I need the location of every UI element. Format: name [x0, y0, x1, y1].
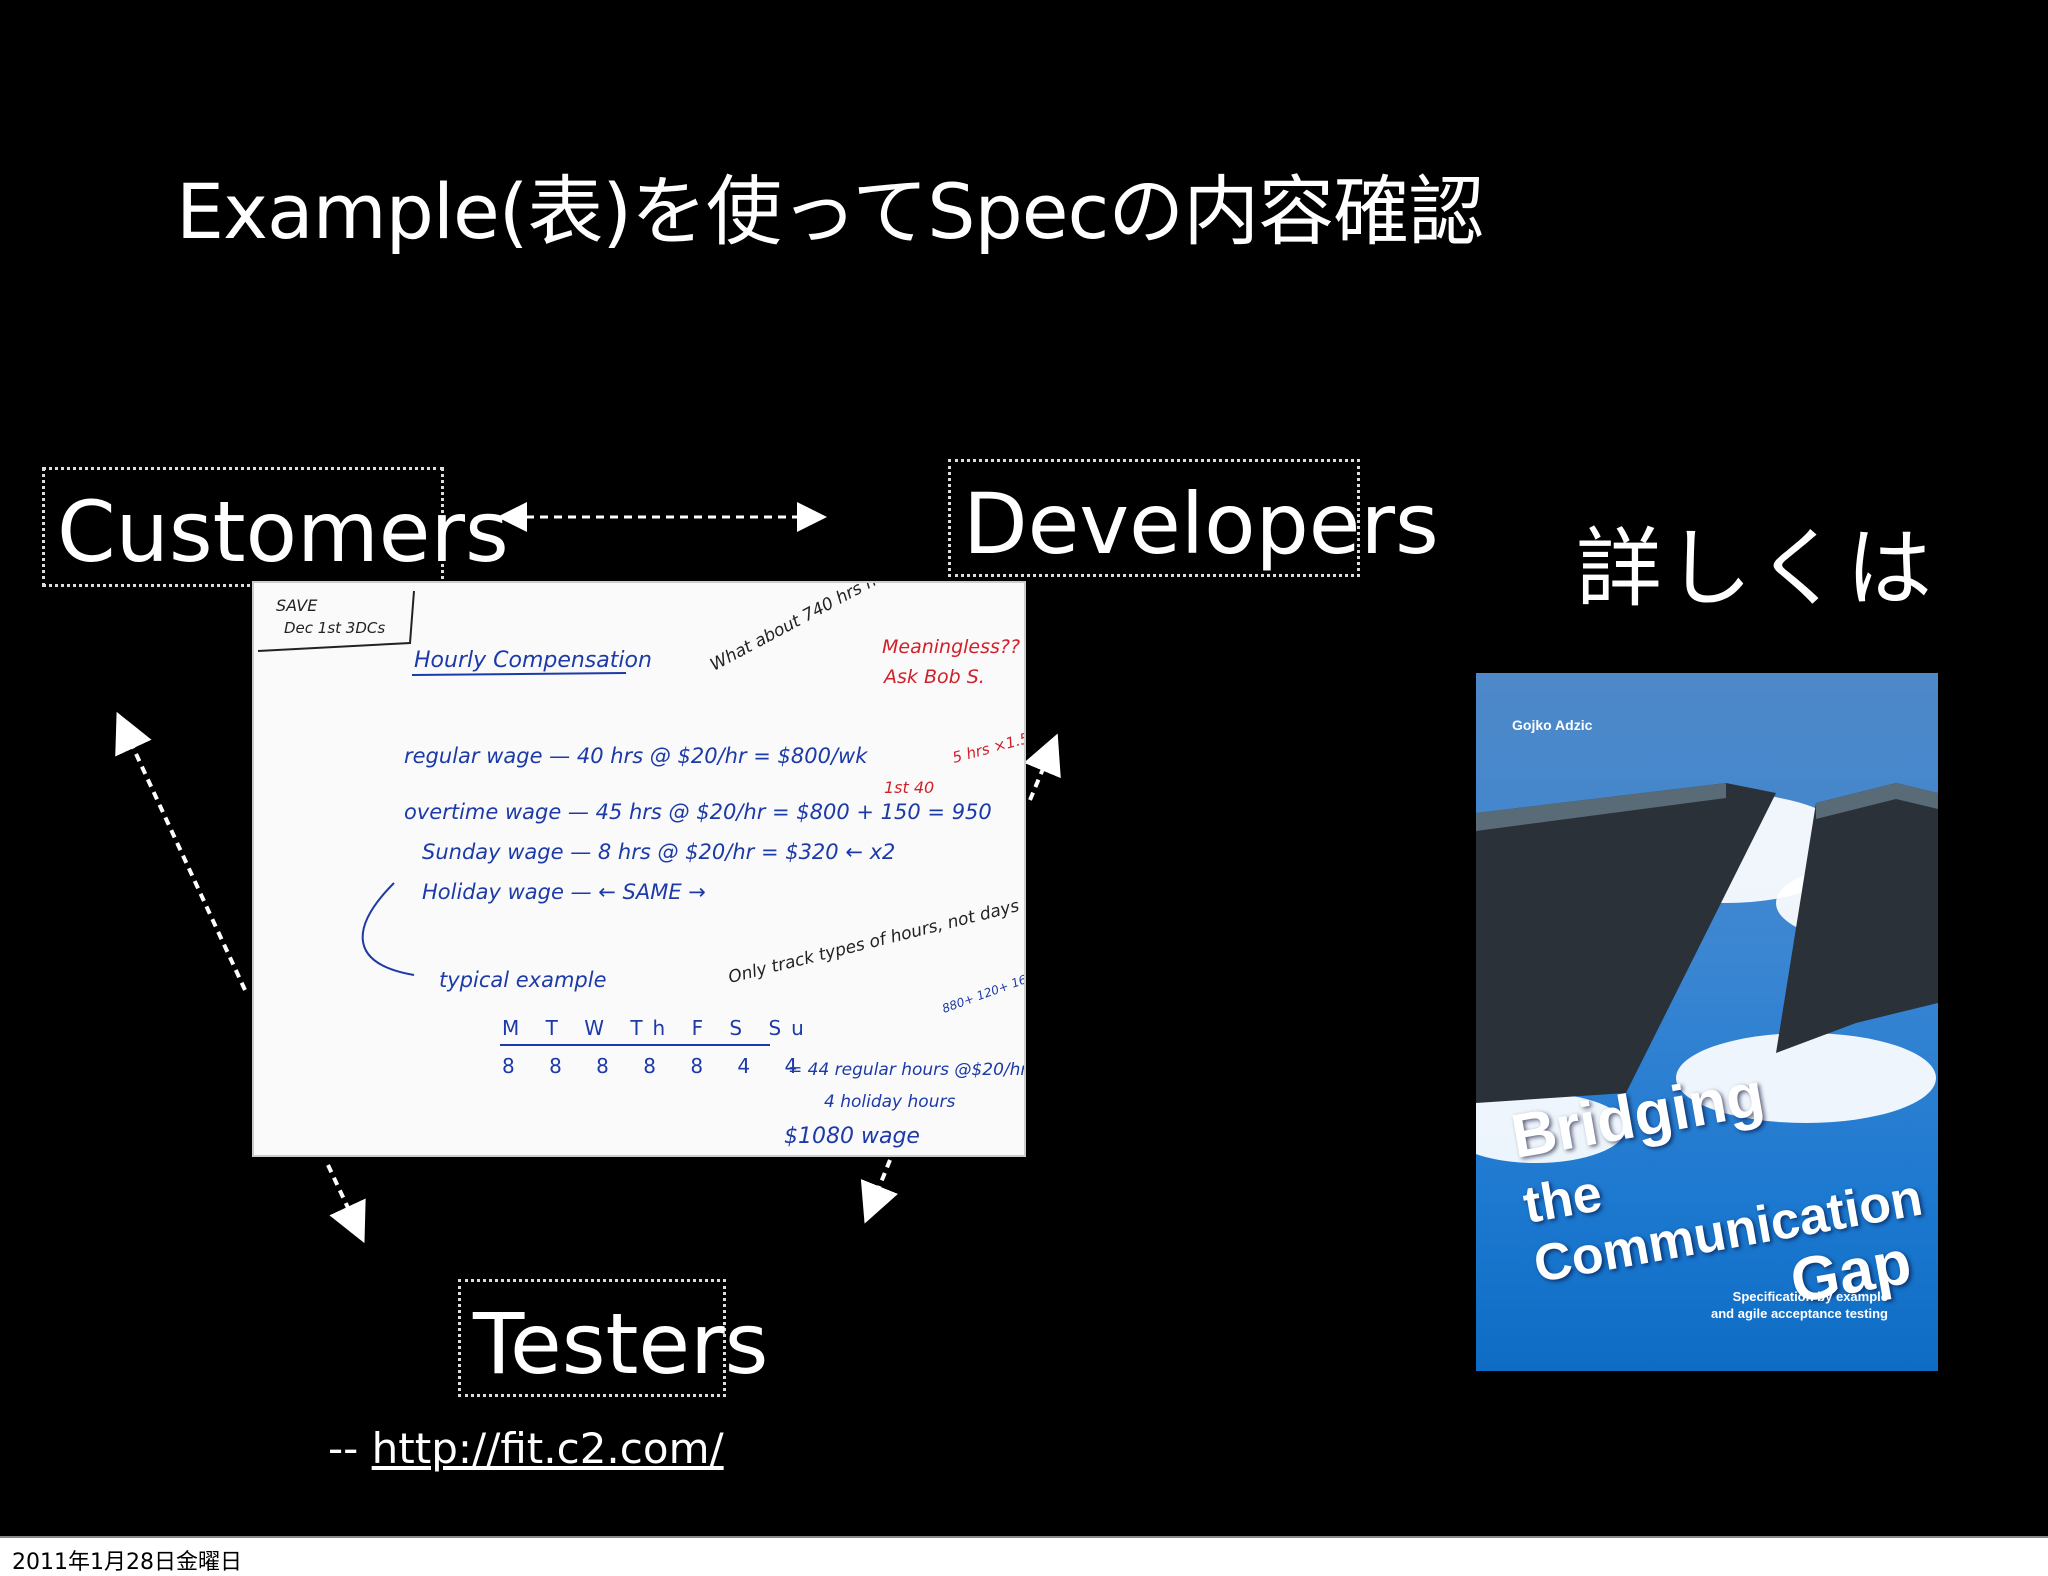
developers-label: Developers — [963, 475, 1439, 573]
wb-red-note-1: Meaningless?? — [882, 636, 1020, 658]
wb-red-margin-1: 5 hrs ×1.5 — [950, 729, 1026, 767]
wb-side-calc: 880+ 120+ 160 1070 — [940, 958, 1026, 1016]
wb-corner-note-2: Dec 1st 3DCs — [284, 619, 385, 637]
customers-whiteboard-arrow — [115, 711, 247, 991]
customers-box: Customers — [42, 467, 509, 587]
wb-heading: Hourly Compensation — [414, 648, 652, 673]
wb-only-note: Only track types of hours, not days — [726, 896, 1021, 988]
wb-result-1: = 44 regular hours @$20/hr — [788, 1060, 1026, 1080]
wb-row-3: Sunday wage — 8 hrs @ $20/hr = $320 ← x2 — [422, 840, 895, 864]
wb-typical: typical example — [439, 968, 607, 992]
testers-left-arrow — [326, 1164, 366, 1244]
book-author: Gojko Adzic — [1512, 717, 1593, 733]
testers-box: Testers — [458, 1279, 768, 1397]
book-subtitle-line-2: and agile acceptance testing — [1710, 1305, 1888, 1321]
wb-days-values: 8 8 8 8 8 4 4 — [502, 1054, 811, 1078]
footer-bar: 2011年1月28日金曜日 — [0, 1536, 2048, 1576]
developers-whiteboard-arrow — [1023, 733, 1061, 801]
slide-title: Example(表)を使ってSpecの内容確認 — [176, 167, 1484, 256]
wb-corner-note-1: SAVE — [276, 596, 318, 615]
bridge-image — [1476, 783, 1938, 1103]
url-prefix: -- — [328, 1424, 372, 1473]
more-info-label: 詳しくは — [1576, 519, 1936, 619]
wb-days-header: M T W Th F S Su — [502, 1016, 814, 1040]
wb-red-note-2: Ask Bob S. — [882, 666, 985, 688]
wb-row-1: regular wage — 40 hrs @ $20/hr = $800/wk — [404, 744, 868, 768]
wb-result-2: 4 holiday hours — [824, 1092, 955, 1112]
testers-label: Testers — [473, 1295, 769, 1393]
fit-url-link[interactable]: http://fit.c2.com/ — [371, 1424, 724, 1473]
book-subtitle: Specification by example and agile accep… — [1711, 1289, 1888, 1323]
book-subtitle-line-1: Specification by example — [1732, 1289, 1888, 1304]
developers-box: Developers — [948, 459, 1439, 577]
testers-right-arrow — [860, 1159, 898, 1224]
customers-label: Customers — [57, 483, 509, 581]
whiteboard-photo: SAVE Dec 1st 3DCs Hourly Compensation Wh… — [252, 581, 1026, 1157]
url-line: -- http://fit.c2.com/ — [328, 1424, 724, 1473]
wb-result-3: $1080 wage — [784, 1124, 920, 1149]
wb-red-margin-2: 1st 40 — [884, 778, 934, 797]
wb-question: What about 740 hrs holiday ?? — [707, 583, 946, 675]
book-cover: Gojko Adzic Bridging the Communication G… — [1476, 673, 1938, 1371]
wb-row-2: overtime wage — 45 hrs @ $20/hr = $800 +… — [404, 800, 992, 824]
slide: Example(表)を使ってSpecの内容確認 Customers Develo… — [42, 167, 1938, 1473]
footer-date: 2011年1月28日金曜日 — [12, 1550, 242, 1575]
wb-row-4: Holiday wage — ← SAME → — [422, 880, 706, 904]
